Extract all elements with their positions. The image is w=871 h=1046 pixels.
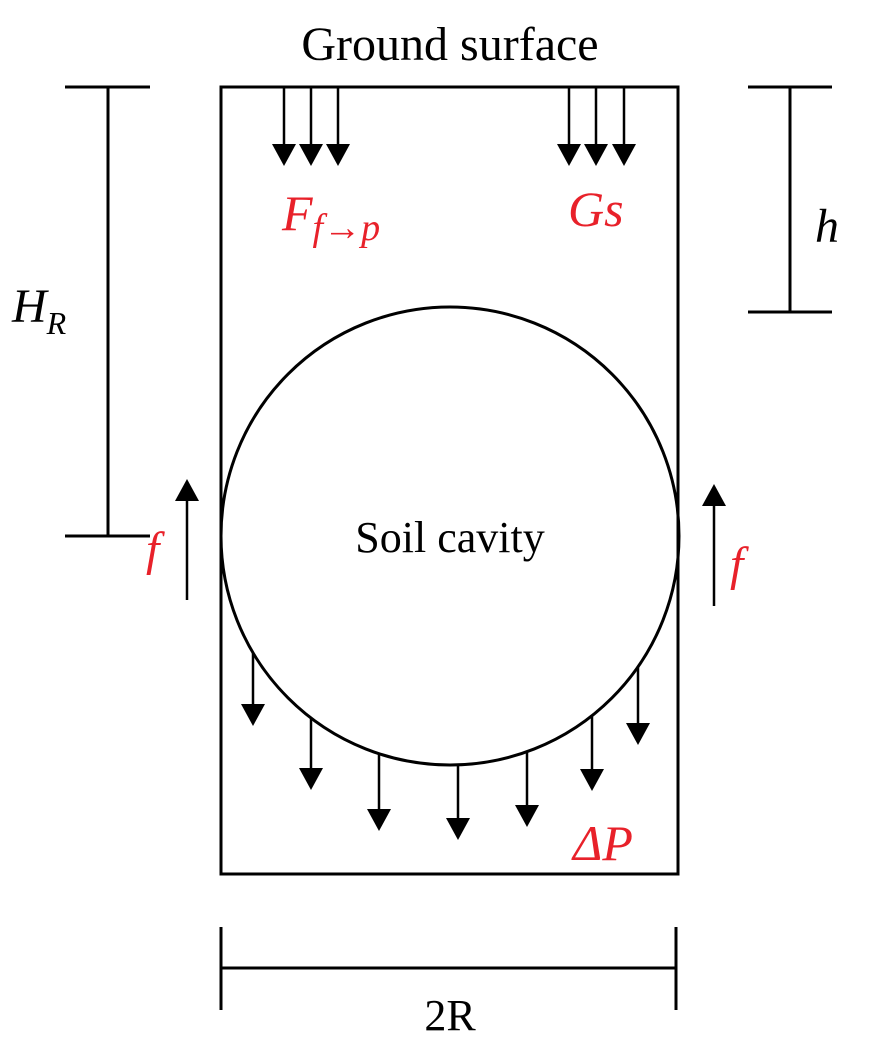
down-arrow <box>241 652 265 726</box>
f-f-to-p-label: Ff→p <box>281 185 380 249</box>
h-dimension <box>748 85 832 314</box>
gs-label: Gs <box>568 181 624 237</box>
down-arrow <box>326 87 350 166</box>
down-arrow <box>299 87 323 166</box>
soil-block <box>219 85 680 876</box>
down-arrow <box>515 751 539 827</box>
delta-p-label: ΔP <box>571 815 633 871</box>
ground-surface-label: Ground surface <box>301 18 598 71</box>
f-left-label: f <box>146 523 165 576</box>
width-label: 2R <box>424 991 476 1040</box>
friction-force-arrows <box>272 87 350 166</box>
side-friction-arrows <box>175 479 726 606</box>
down-arrow <box>557 87 581 166</box>
up-arrow <box>175 479 199 600</box>
down-arrow <box>446 764 470 840</box>
down-arrow <box>580 715 604 791</box>
down-arrow <box>612 87 636 166</box>
hr-dimension <box>65 85 150 538</box>
up-arrow <box>702 484 726 606</box>
down-arrow <box>367 753 391 831</box>
down-arrow <box>584 87 608 166</box>
soil-weight-arrows <box>557 87 636 166</box>
pressure-arrows <box>241 652 650 840</box>
hr-label: HR <box>11 280 67 341</box>
down-arrow <box>272 87 296 166</box>
soil-cavity-label: Soil cavity <box>355 513 544 562</box>
soil-cavity-circle <box>219 305 681 767</box>
h-label: h <box>815 200 839 253</box>
down-arrow <box>299 717 323 790</box>
f-right-label: f <box>730 538 749 591</box>
down-arrow <box>626 666 650 745</box>
width-dimension <box>219 927 678 1010</box>
